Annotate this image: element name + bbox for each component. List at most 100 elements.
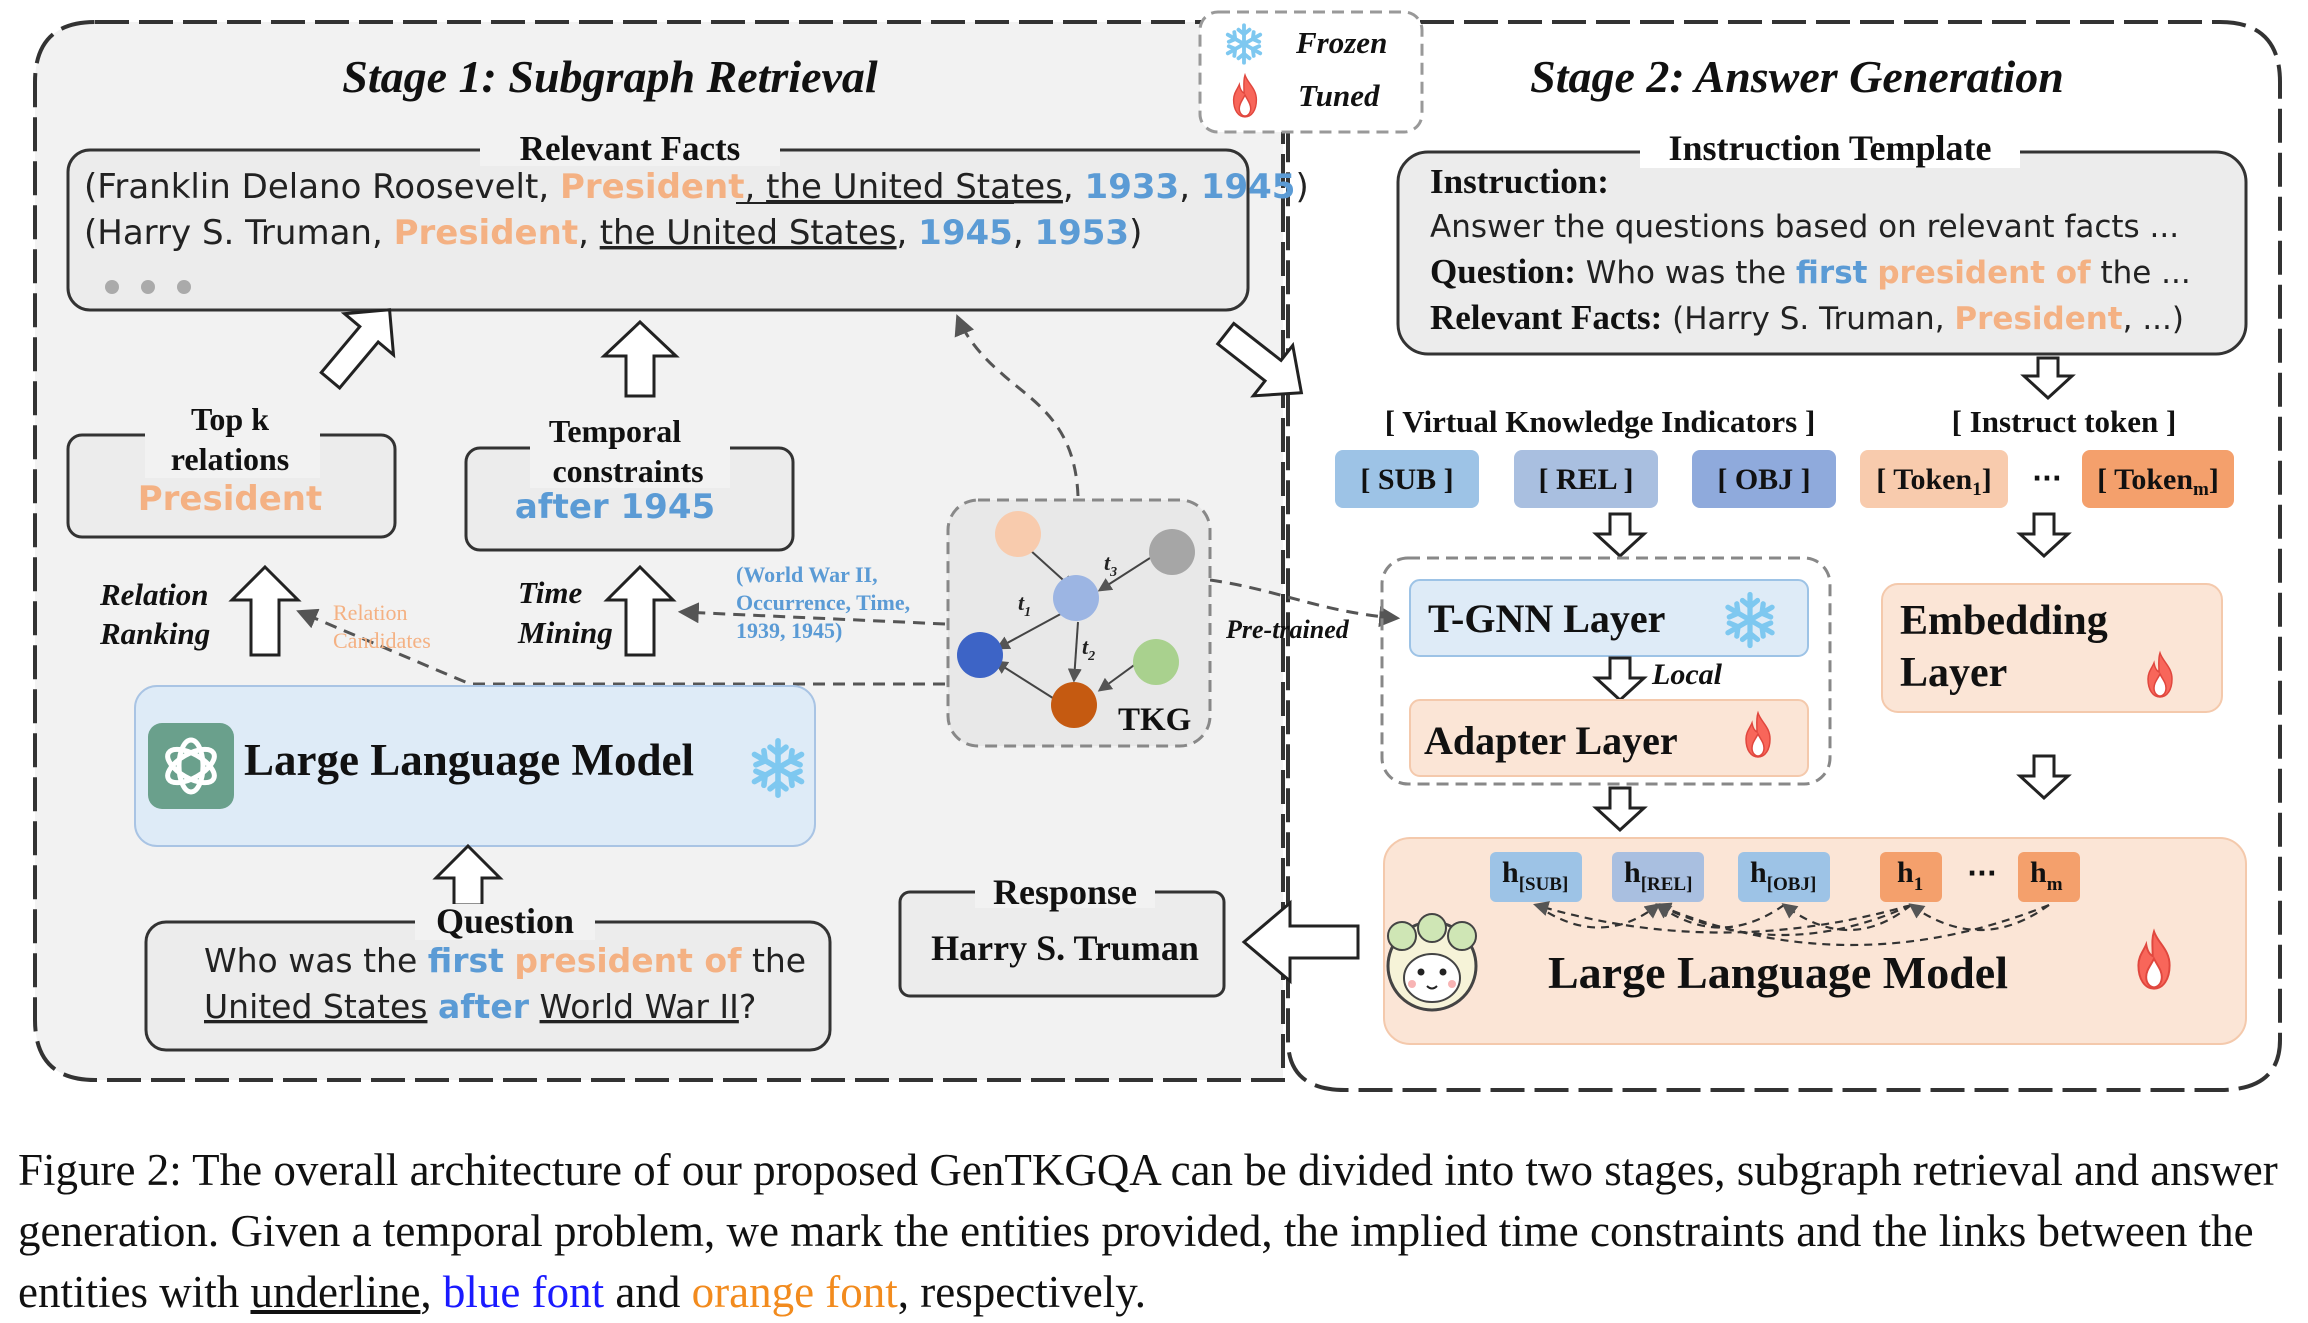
hidden-dots: ···	[1967, 859, 1997, 889]
architecture-diagram: Frozen Tuned Stage 1: Subgraph Retrieval…	[33, 10, 2282, 1092]
down-arrow-to-instruct-token	[2020, 356, 2076, 401]
caption-blue-font: blue font	[442, 1267, 605, 1317]
instruction-key: Instruction:	[1430, 162, 1609, 201]
question-label: Question	[436, 901, 574, 941]
response-label: Response	[993, 872, 1137, 912]
vki-obj-label: [ OBJ ]	[1717, 463, 1810, 496]
instruct-token-m-label: [ Tokenm]	[2097, 463, 2219, 500]
tkg-t2-label: t2	[1082, 634, 1095, 664]
figure-caption: Figure 2: The overall architecture of ou…	[18, 1145, 2278, 1317]
instruct-token-1[interactable]	[1860, 450, 2008, 508]
stage1-llm-label: Large Language Model	[244, 735, 694, 785]
up-arrow-time-mining	[603, 564, 677, 657]
caption-underline-word: underline	[250, 1267, 421, 1317]
vki-sub-label: [ SUB ]	[1360, 463, 1453, 496]
question-line-1: Who was the first president of the	[204, 941, 806, 980]
stage1-llm-box	[134, 685, 816, 847]
up-arrow-topk-to-facts	[319, 308, 396, 391]
hidden-obj-label: h[OBJ]	[1750, 856, 1816, 895]
pretrained-label: Pre-trained	[1225, 615, 1350, 644]
tkg-t3-label: t3	[1104, 550, 1117, 580]
question-line-2: United States after World War II?	[204, 987, 756, 1026]
embedding-layer-label-2: Layer	[1900, 650, 2007, 696]
hidden-rel	[1612, 852, 1704, 902]
fact-line-2: (Harry S. Truman, President, the United …	[84, 213, 1142, 253]
arrow-facts-to-instruction	[1215, 321, 1304, 398]
instruct-token-1-label: [ Token1]	[1876, 463, 1991, 500]
adapter-layer-box	[1409, 699, 1809, 777]
temporal-label-1: Temporal	[549, 413, 681, 449]
topk-value: President	[138, 479, 323, 519]
hidden-m	[2018, 852, 2080, 902]
hidden-sub-label: h[SUB]	[1502, 856, 1568, 895]
stage2-llm-label: Large Language Model	[1548, 947, 2008, 998]
legend-tuned-label: Tuned	[1298, 78, 1380, 113]
instruct-token-label: [ Instruct token ]	[1952, 404, 2177, 439]
down-arrow-tgnn-to-adapter	[1592, 656, 1648, 703]
instruct-dots: ···	[2032, 464, 2062, 494]
tgnn-layer-box	[1409, 579, 1809, 657]
dashed-tkg-to-facts-link	[954, 314, 1080, 497]
relation-ranking-label-1: Relation	[99, 577, 209, 612]
tgnn-layer-label: T-GNN Layer	[1428, 596, 1665, 641]
caption-orange-font: orange font	[691, 1267, 898, 1317]
up-arrow-temporal-to-facts	[600, 319, 680, 398]
attention-links	[1533, 901, 2050, 947]
embedding-layer-label-1: Embedding	[1900, 598, 2108, 644]
hidden-obj	[1738, 852, 1830, 902]
stage2-title: Stage 2: Answer Generation	[1530, 51, 2064, 102]
down-arrow-adapter-to-llm	[1592, 786, 1648, 833]
instruction-question: Question: Who was the first president of…	[1430, 252, 2191, 291]
left-arrow-to-response	[1241, 899, 1360, 985]
time-mining-label-2: Mining	[517, 615, 613, 650]
more-dots	[105, 280, 191, 294]
tkg-node-orange	[1051, 682, 1097, 728]
vki-rel-token[interactable]	[1514, 450, 1658, 508]
tkg-node-gray	[1149, 529, 1195, 575]
hidden-1	[1880, 852, 1942, 902]
hidden-1-label: h1	[1897, 856, 1923, 895]
up-arrow-relation-ranking	[228, 564, 302, 657]
tgnn-adapter-group	[1380, 556, 1832, 786]
instruct-token-m[interactable]	[2082, 450, 2234, 508]
down-arrow-embedding-to-llm	[2016, 754, 2072, 801]
tkg-node-navy	[957, 632, 1003, 678]
instruction-text: Answer the questions based on relevant f…	[1430, 209, 2179, 245]
down-arrow-vki-to-tgnn	[1592, 512, 1648, 559]
legend-frozen-label: Frozen	[1295, 25, 1387, 60]
instruction-facts: Relevant Facts: (Harry S. Truman, Presid…	[1430, 298, 2184, 337]
tkg-node-center	[1053, 575, 1099, 621]
temporal-label-2: constraints	[552, 453, 703, 489]
vki-rel-label: [ REL ]	[1538, 463, 1633, 496]
vki-obj-token[interactable]	[1692, 450, 1836, 508]
dashed-time-mining-link	[677, 602, 946, 626]
relation-ranking-label-2: Ranking	[99, 616, 210, 651]
down-arrow-token-to-embedding	[2016, 512, 2072, 559]
tkg-t1-label: t1	[1018, 590, 1031, 620]
fact-line-1: (Franklin Delano Roosevelt, President, t…	[84, 167, 1309, 207]
instruction-template-label: Instruction Template	[1668, 128, 1991, 168]
temporal-value: after 1945	[515, 487, 715, 527]
local-label: Local	[1651, 658, 1723, 691]
world-war-tuple: (World War II,Occurrence, Time,1939, 194…	[736, 562, 910, 643]
adapter-layer-label: Adapter Layer	[1424, 718, 1678, 763]
tkg-label: TKG	[1118, 702, 1191, 738]
tkg-node-green	[1133, 639, 1179, 685]
hidden-sub	[1490, 852, 1582, 902]
response-value: Harry S. Truman	[931, 928, 1199, 968]
vki-label: [ Virtual Knowledge Indicators ]	[1385, 404, 1816, 439]
topk-label-2: relations	[171, 441, 290, 477]
topk-label-1: Top k	[191, 401, 269, 437]
stage1-title: Stage 1: Subgraph Retrieval	[342, 51, 878, 102]
dashed-pretrained-link	[1209, 578, 1401, 628]
hidden-m-label: hm	[2030, 856, 2063, 895]
llama-icon	[1386, 913, 1478, 1012]
embedding-layer-box	[1881, 583, 2223, 713]
openai-logo-icon	[148, 723, 234, 809]
time-mining-label-1: Time	[518, 575, 583, 610]
hidden-rel-label: h[REL]	[1624, 856, 1692, 895]
relevant-facts-label: Relevant Facts	[520, 129, 741, 168]
vki-sub-token[interactable]	[1335, 450, 1479, 508]
tkg-node-peach	[995, 511, 1041, 557]
